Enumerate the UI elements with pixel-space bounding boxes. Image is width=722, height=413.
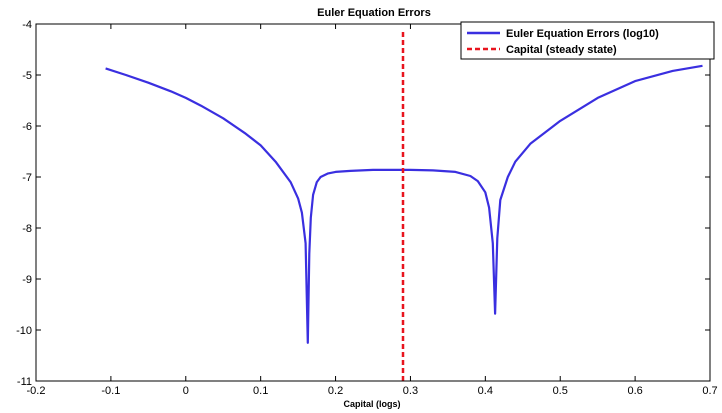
y-tick-label: -6 bbox=[22, 121, 32, 133]
x-tick-label: 0.1 bbox=[253, 385, 268, 397]
x-tick-label: -0.2 bbox=[27, 385, 46, 397]
legend-label-steady-state: Capital (steady state) bbox=[506, 44, 617, 56]
y-tick-label: -10 bbox=[16, 325, 32, 337]
axes-frame bbox=[35, 23, 711, 382]
y-tick-label: -8 bbox=[22, 223, 32, 235]
x-tick-label: 0.3 bbox=[403, 385, 418, 397]
y-tick-label: -11 bbox=[17, 376, 32, 388]
y-tick-label: -5 bbox=[22, 70, 32, 82]
legend-box bbox=[460, 21, 715, 60]
x-axis-label: Capital (logs) bbox=[343, 399, 400, 409]
x-tick-label: 0.6 bbox=[627, 385, 642, 397]
chart-title: Euler Equation Errors bbox=[317, 7, 431, 19]
x-tick-label: 0 bbox=[183, 385, 189, 397]
y-tick-label: -7 bbox=[22, 172, 32, 184]
legend: Euler Equation Errors (log10) Capital (s… bbox=[460, 21, 715, 60]
x-tick-label: -0.1 bbox=[101, 385, 120, 397]
x-tick-label: 0.7 bbox=[702, 385, 717, 397]
series-line-euler-errors bbox=[105, 64, 703, 344]
x-tick-label: 0.5 bbox=[553, 385, 568, 397]
y-tick-label: -4 bbox=[22, 19, 32, 31]
axis-ticks: -0.2 -0.1 0 0.1 0.2 0.3 0.4 0.5 0.6 0.7 -11 -10 -9 -8… bbox=[16, 19, 718, 397]
x-tick-label: 0.2 bbox=[328, 385, 343, 397]
legend-label-euler-errors: Euler Equation Errors (log10) bbox=[506, 28, 659, 40]
y-tick-label: -9 bbox=[22, 274, 32, 286]
plot-area bbox=[105, 29, 703, 381]
x-tick-label: 0.4 bbox=[478, 385, 493, 397]
